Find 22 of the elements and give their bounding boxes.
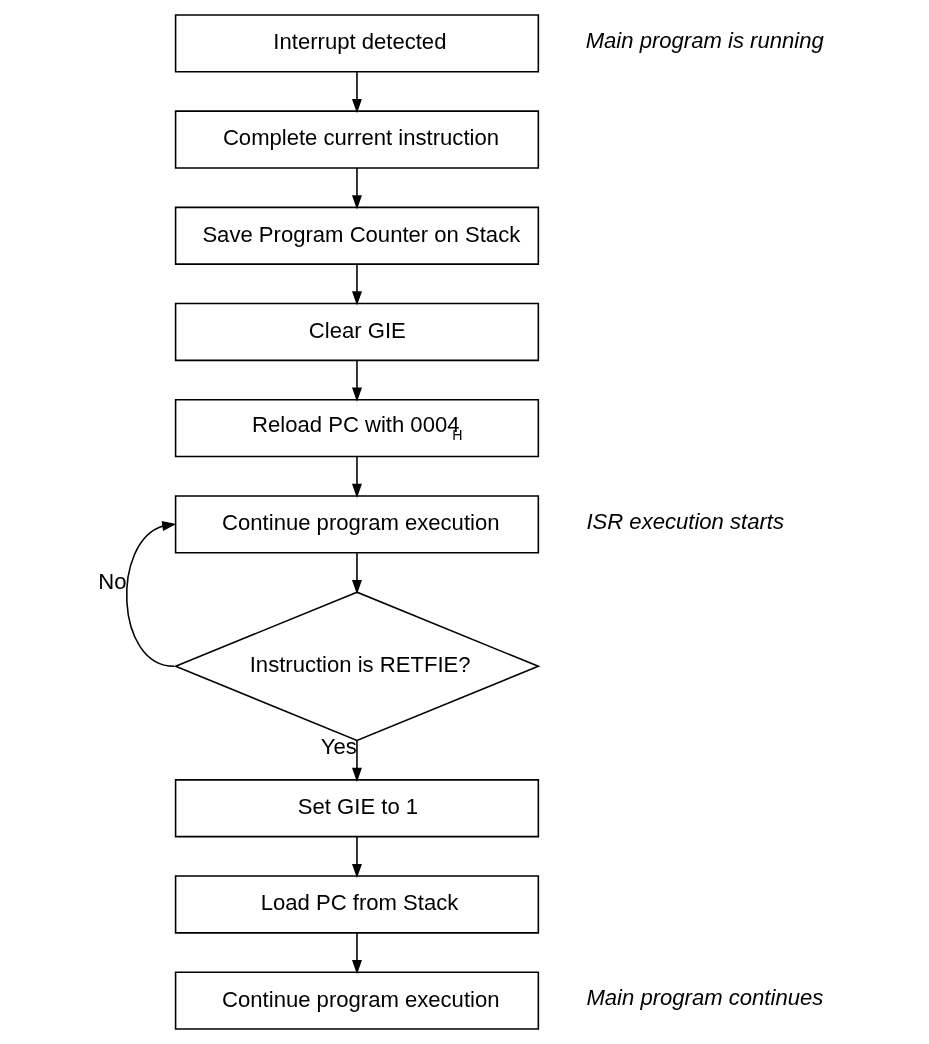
node-box: Load PC from Stack (174, 875, 539, 934)
arrow (351, 71, 362, 114)
arrow (351, 263, 362, 306)
node-box: Complete current instruction (174, 110, 539, 169)
arrow (351, 359, 362, 402)
node-box: Continue program execution (174, 971, 539, 1030)
node-box: Save Program Counter on Stack (174, 206, 539, 265)
node-label: Main program continues (585, 984, 823, 1010)
arrow (125, 521, 176, 668)
edge-label: No (97, 568, 127, 594)
arrow (351, 932, 362, 975)
arrow (351, 739, 362, 782)
node-box: Clear GIE (174, 302, 539, 362)
node-label: Main program is running (585, 27, 824, 53)
node-box: Interrupt detected (174, 14, 539, 73)
arrow (351, 167, 362, 210)
node-box: Set GIE to 1 (174, 779, 539, 838)
arrow (351, 552, 362, 595)
arrow (351, 835, 362, 879)
arrow (351, 455, 362, 498)
node-box: Continue program execution (174, 495, 539, 554)
node-label: ISR execution starts (585, 508, 784, 534)
